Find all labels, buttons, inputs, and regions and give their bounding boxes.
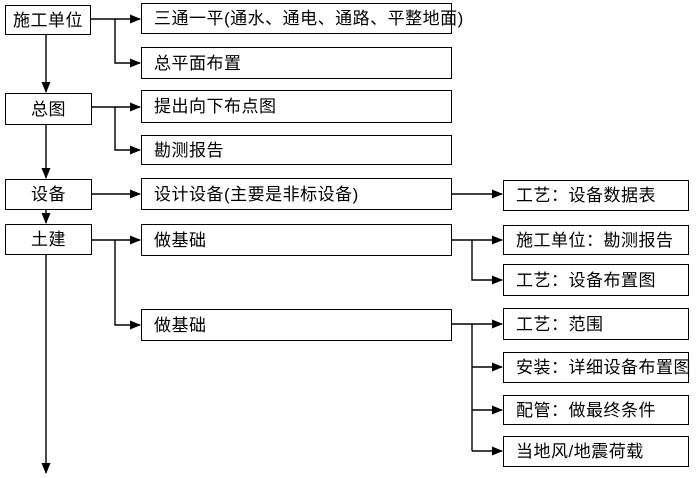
node-process-equipment-layout: 工艺：设备布置图: [503, 264, 689, 296]
node-general-plane-layout: 总平面布置: [141, 47, 452, 79]
connector-construction-unit-to-general-plane-layout: [114, 19, 141, 68]
connector-foundation1-to-process-equipment-layout: [471, 240, 503, 285]
node-process-equipment-datasheet: 工艺：设备数据表: [503, 180, 689, 211]
node-piping-final-conditions: 配管：做最终条件: [503, 395, 689, 425]
node-construction-unit: 施工单位: [5, 5, 91, 35]
node-equipment: 设备: [5, 179, 92, 210]
node-installation-detailed-layout: 安装：详细设备布置图: [503, 352, 691, 383]
node-survey-report: 勘测报告: [141, 135, 452, 165]
connector-civil-to-foundation-2: [114, 240, 141, 330]
node-civil-engineering: 土建: [5, 224, 92, 255]
node-general-layout: 总图: [5, 93, 92, 125]
connector-general-layout-to-survey-report: [114, 107, 141, 155]
node-design-equipment: 设计设备(主要是非标设备): [141, 178, 452, 210]
node-local-wind-seismic-load: 当地风/地震荷载: [503, 436, 689, 467]
node-process-scope: 工艺：范围: [503, 308, 689, 340]
node-downward-point-layout: 提出向下布点图: [141, 90, 452, 123]
node-three-access-one-level: 三通一平(通水、通电、通路、平整地面): [141, 3, 463, 34]
node-construction-unit-survey-report: 施工单位：勘测报告: [503, 225, 689, 255]
node-foundation-1: 做基础: [141, 224, 452, 256]
node-foundation-2: 做基础: [141, 309, 452, 341]
